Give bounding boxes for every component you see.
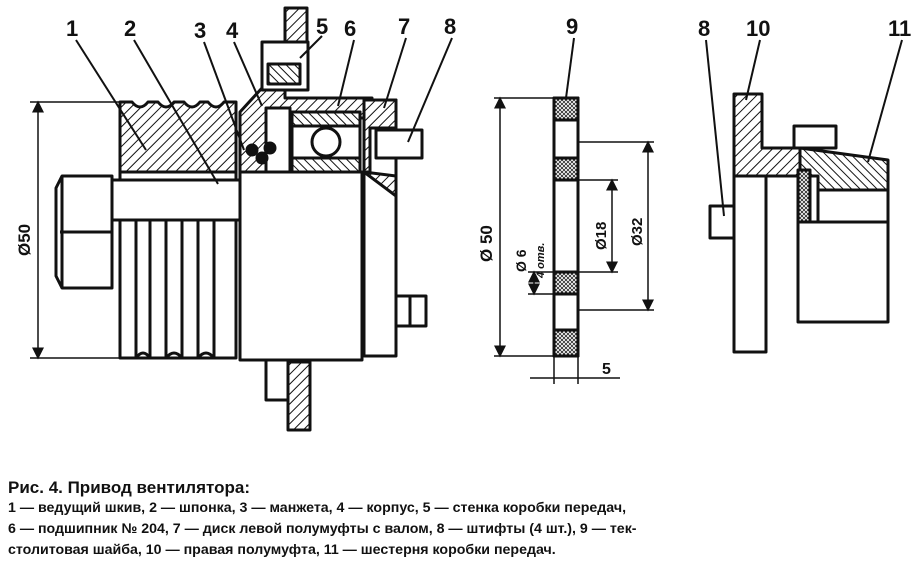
legend-line-2: 6 — подшипник № 204, 7 — диск левой полу… (8, 521, 637, 537)
callout-1: 1 (66, 16, 78, 41)
legend-line-3: столитовая шайба, 10 — правая полумуфта,… (8, 542, 556, 558)
shaft-nut (54, 174, 114, 290)
gear-part-11 (792, 124, 890, 324)
callout-8-assembly: 8 (444, 14, 456, 39)
right-coupling-part-10 (732, 92, 802, 354)
coupling-view (705, 39, 903, 354)
callout-10: 10 (746, 16, 770, 41)
callout-8-coupling: 8 (698, 16, 710, 41)
callout-2: 2 (124, 16, 136, 41)
pin-part-8 (374, 128, 428, 328)
gearbox-wall-part-5 (260, 6, 312, 432)
washer-dimensions (494, 96, 654, 384)
callout-3: 3 (194, 18, 206, 43)
legend-line-1: 1 — ведущий шкив, 2 — шпонка, 3 — манжет… (8, 500, 627, 516)
callout-6: 6 (344, 16, 356, 41)
figure-legend: 1 — ведущий шкив, 2 — шпонка, 3 — манжет… (8, 498, 912, 561)
seal-part-3 (245, 141, 277, 165)
dim-hole-diameter: Ø 6 (513, 249, 529, 272)
coupling-disk-part-7 (362, 98, 398, 358)
pulley-part-1 (118, 100, 238, 360)
callout-4: 4 (226, 18, 239, 43)
dim-washer-outer-diameter: Ø 50 (477, 225, 496, 262)
dim-pulley-diameter: Ø50 (15, 224, 34, 256)
callout-5: 5 (316, 14, 328, 39)
assembly-callout-leaders (75, 35, 453, 185)
callout-9: 9 (566, 14, 578, 39)
dim-mid-diameter: Ø32 (629, 218, 646, 246)
dim-inner-diameter: Ø18 (593, 222, 610, 250)
pin-part-8-right (708, 204, 736, 240)
callout-11: 11 (888, 16, 911, 41)
bearing-part-6 (290, 110, 362, 174)
dim-hole-count: 4 отв. (535, 243, 547, 279)
assembly-view (30, 6, 453, 432)
coupling-callout-leaders (705, 39, 903, 217)
washer-view-part-9 (494, 37, 654, 384)
fan-drive-drawing: 1 2 3 4 5 6 7 8 9 8 10 11 Ø50 Ø 50 Ø 6 4… (15, 6, 911, 432)
callout-7: 7 (398, 14, 410, 39)
pulley-diameter-dimension (30, 100, 120, 360)
housing-part-4 (238, 86, 374, 362)
figure-caption-title: Рис. 4. Привод вентилятора: (8, 478, 250, 497)
dim-thickness: 5 (602, 361, 611, 378)
